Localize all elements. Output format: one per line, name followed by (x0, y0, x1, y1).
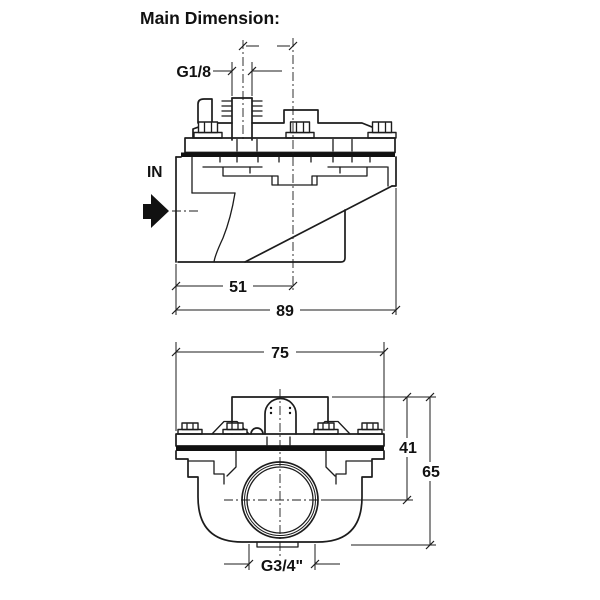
foot (256, 541, 299, 548)
armature-bracket (197, 98, 213, 124)
dim-65: 65 (351, 392, 440, 550)
inlet-flow-marker: IN (143, 164, 200, 228)
thread-marks (221, 100, 263, 117)
inlet-arrow-icon (143, 194, 169, 228)
body-internals (191, 156, 389, 263)
armature-dome (264, 397, 297, 435)
inlet-label: IN (147, 164, 163, 181)
dim-41-value: 41 (399, 440, 417, 457)
dim-75-value: 75 (271, 345, 289, 362)
front-view-drawing: 75 41 65 G3/4" (171, 342, 440, 575)
diaphragm-gasket (181, 152, 395, 157)
pilot-port (221, 97, 263, 141)
valve-seat-diagonal (244, 185, 393, 263)
outlet-port-label: G3/4" (261, 558, 303, 575)
valve-body-section (175, 156, 397, 263)
bolt-icon (357, 422, 383, 435)
dim-pilot-offset (238, 41, 298, 51)
dim-pilot-port: G1/8 (176, 62, 282, 96)
cover-bolts (193, 121, 397, 139)
bolt-icon (367, 121, 397, 139)
bolt-icon (177, 422, 203, 435)
dim-65-value: 65 (422, 464, 440, 481)
side-view-drawing: IN G1/8 51 (143, 38, 401, 320)
flange-plate (181, 137, 396, 157)
dim-89-value: 89 (276, 303, 294, 320)
dome-dots (269, 406, 292, 415)
bolt-icon (285, 121, 315, 139)
pilot-port-label: G1/8 (176, 64, 211, 81)
bolt-icon (222, 422, 248, 435)
small-dome (250, 427, 264, 435)
dim-51: 51 (171, 264, 298, 296)
dim-75: 75 (171, 342, 389, 431)
dim-89: 89 (171, 188, 401, 320)
dim-41: 41 (322, 392, 417, 505)
dim-outlet-port: G3/4" (224, 544, 340, 575)
front-internals (188, 460, 372, 485)
dim-51-value: 51 (229, 279, 247, 296)
bolt-icon (313, 422, 339, 435)
bolt-icon (193, 121, 223, 139)
page-title: Main Dimension: (140, 8, 280, 28)
